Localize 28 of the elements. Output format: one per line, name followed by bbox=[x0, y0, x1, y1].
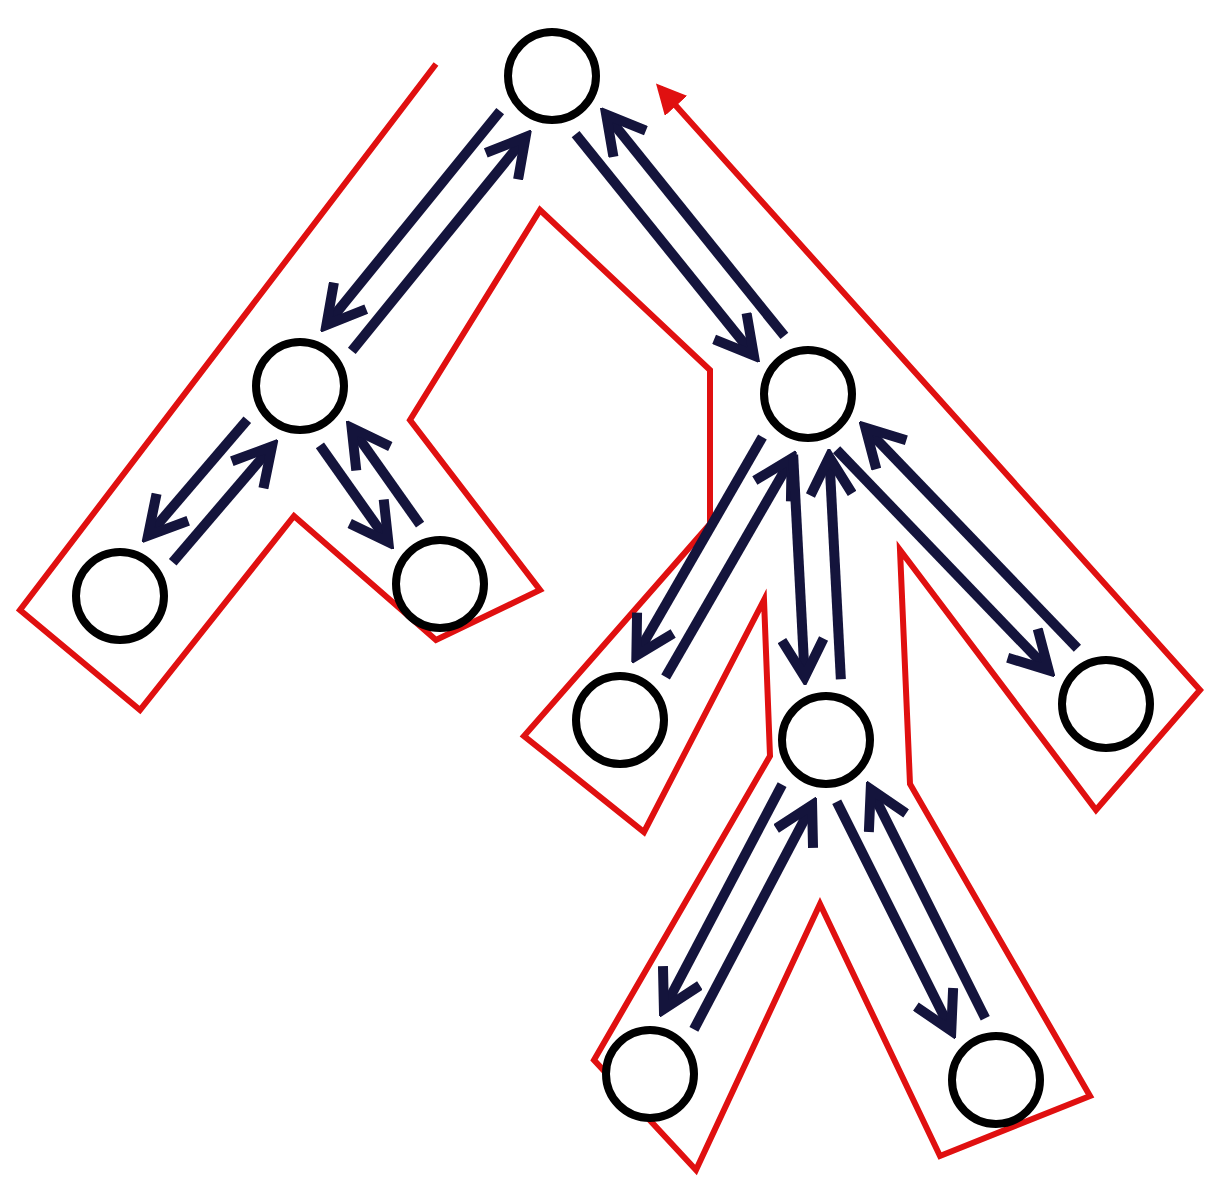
arrow bbox=[689, 800, 819, 1032]
arrow bbox=[571, 130, 759, 361]
arrow bbox=[347, 132, 531, 354]
arrow bbox=[657, 782, 787, 1014]
arrow bbox=[832, 799, 959, 1036]
arrow bbox=[168, 441, 277, 566]
tree-node-circle bbox=[778, 692, 874, 788]
tree-node-circle bbox=[252, 338, 348, 434]
tree-node-circle bbox=[760, 346, 856, 442]
tree-node-circle bbox=[1058, 656, 1154, 752]
arrow bbox=[661, 453, 797, 680]
tree-node-circle bbox=[72, 548, 168, 644]
arrow bbox=[863, 784, 990, 1021]
tree-node-circle bbox=[392, 536, 488, 632]
arrow bbox=[601, 109, 789, 340]
tree-node-circle bbox=[572, 672, 668, 768]
arrow bbox=[860, 422, 1081, 652]
tree-node-circle bbox=[948, 1032, 1044, 1128]
arrow bbox=[631, 434, 767, 661]
tree-node-circle bbox=[504, 28, 600, 124]
arrow bbox=[321, 108, 505, 330]
arrow bbox=[805, 452, 858, 680]
tree-node-circle bbox=[602, 1026, 698, 1122]
arrow bbox=[143, 416, 252, 541]
arrow bbox=[833, 446, 1054, 676]
arrow bbox=[346, 422, 425, 528]
arrow bbox=[315, 442, 394, 548]
arrow bbox=[776, 454, 829, 682]
